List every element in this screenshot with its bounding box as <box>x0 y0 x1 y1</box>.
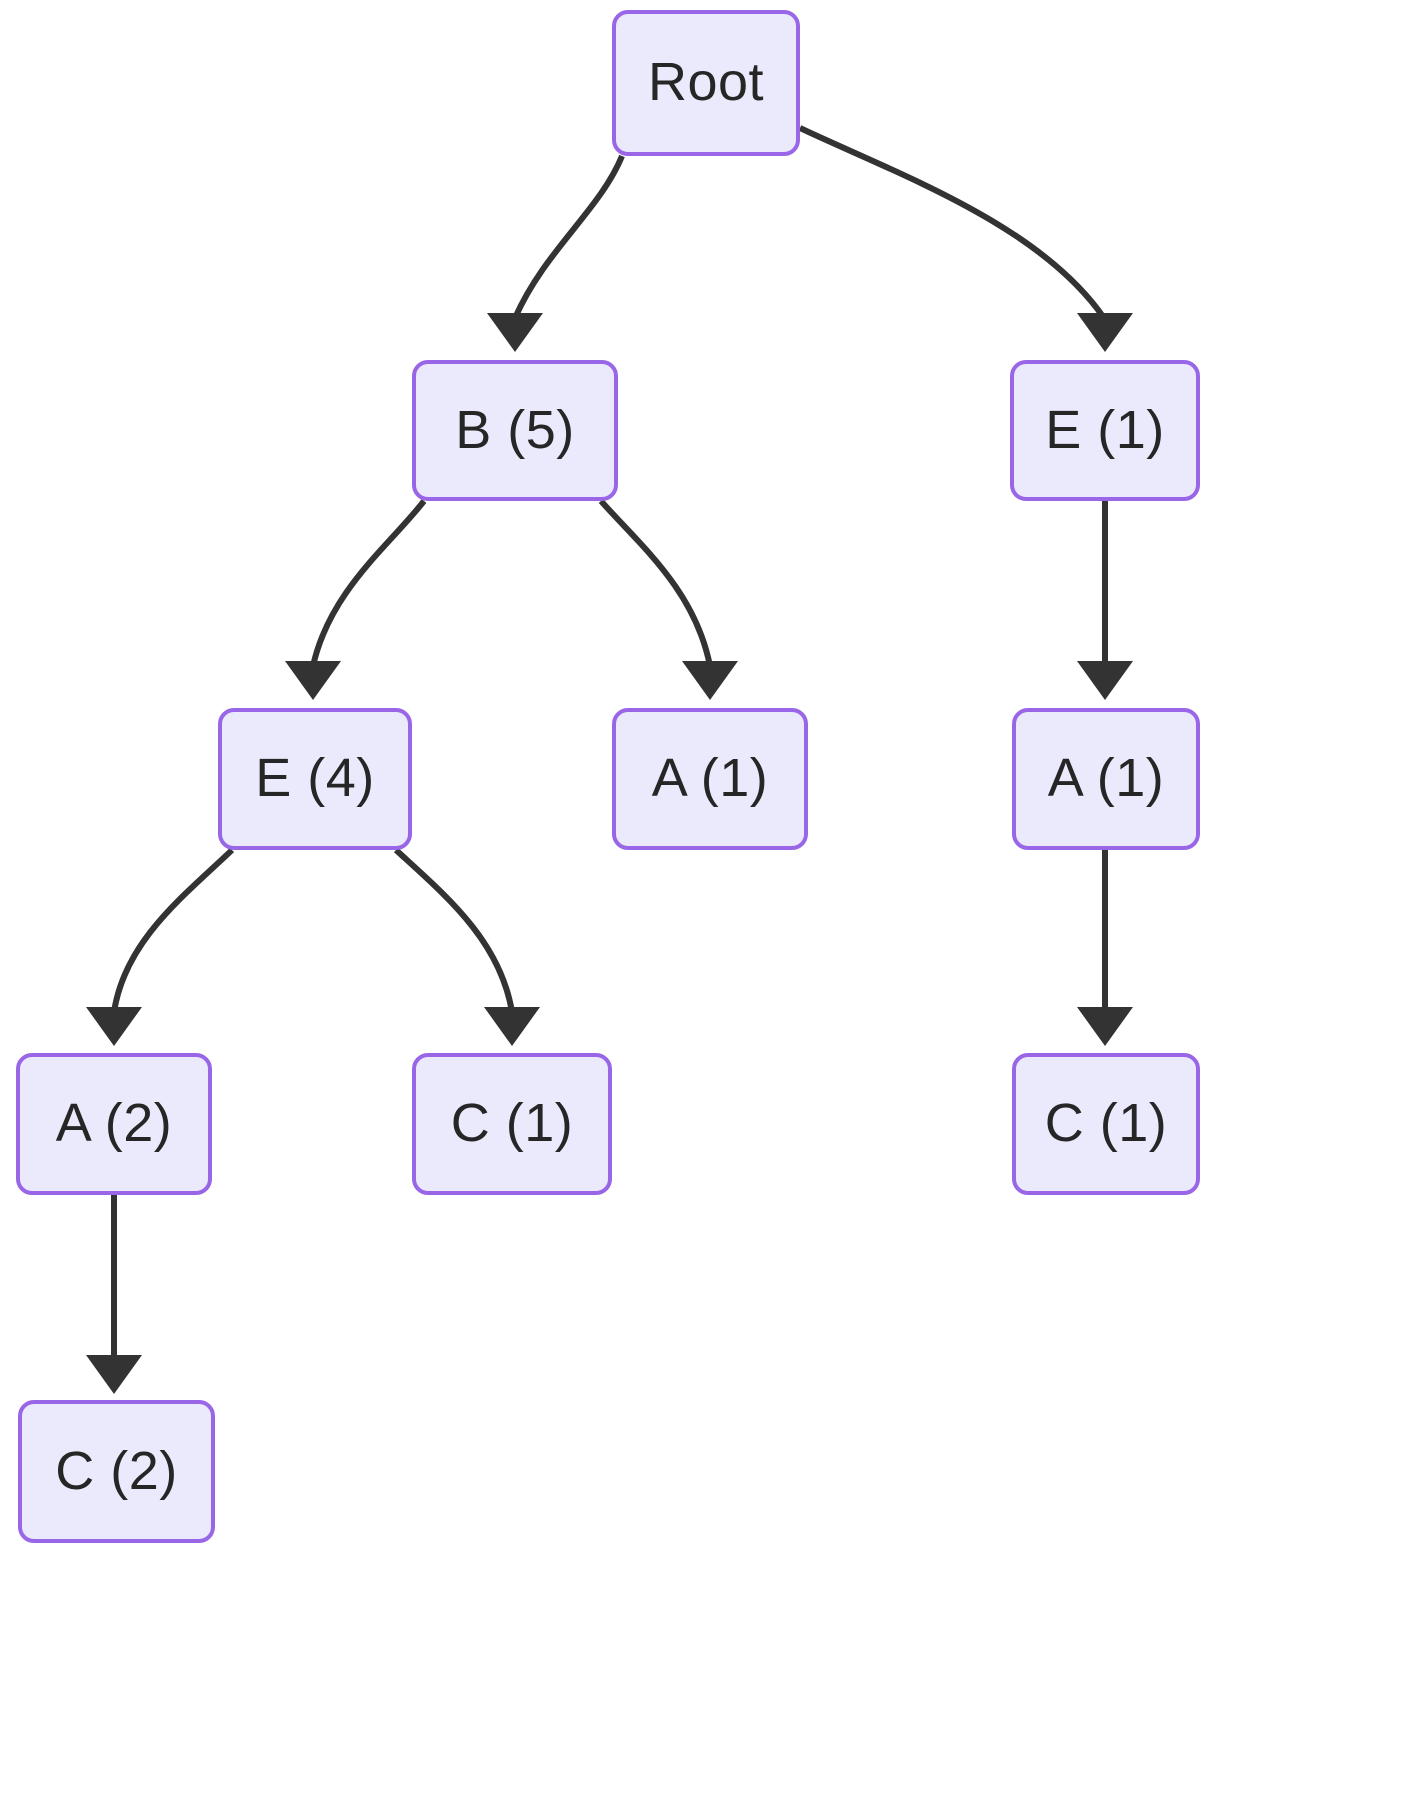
node-label: E (1) <box>1045 399 1165 460</box>
edge-e1-to-a1e <box>1077 501 1133 700</box>
node-label: C (2) <box>55 1440 178 1501</box>
node-label: A (2) <box>55 1093 173 1153</box>
node-label: A (1) <box>1047 748 1165 808</box>
node-c1-under-a1[interactable]: C (1) <box>1012 1053 1200 1195</box>
edge-a1e-to-c1a <box>1077 850 1133 1046</box>
edge-e4-to-c1e <box>393 847 540 1046</box>
node-a1-under-b5[interactable]: A (1) <box>612 708 808 850</box>
edge-root-to-e1 <box>798 125 1133 352</box>
node-label: B (5) <box>455 399 575 460</box>
node-label: C (1) <box>450 1093 574 1153</box>
node-label: E (4) <box>255 748 375 808</box>
edge-a2-to-c2 <box>86 1195 142 1394</box>
edge-b5-to-e4 <box>285 499 427 700</box>
node-e1[interactable]: E (1) <box>1010 360 1200 501</box>
node-a2[interactable]: A (2) <box>16 1053 212 1195</box>
node-a1-under-e1[interactable]: A (1) <box>1012 708 1200 850</box>
node-e4[interactable]: E (4) <box>218 708 412 850</box>
edge-root-to-b5 <box>487 154 625 352</box>
node-b5[interactable]: B (5) <box>412 360 618 501</box>
edge-e4-to-a2 <box>86 847 235 1046</box>
node-c2[interactable]: C (2) <box>18 1400 215 1543</box>
node-label: C (1) <box>1044 1093 1168 1153</box>
node-label: Root <box>647 52 765 112</box>
node-root[interactable]: Root <box>612 10 800 156</box>
node-label: A (1) <box>651 748 769 808</box>
edge-b5-to-a1b <box>598 499 738 700</box>
node-c1-under-e4[interactable]: C (1) <box>412 1053 612 1195</box>
